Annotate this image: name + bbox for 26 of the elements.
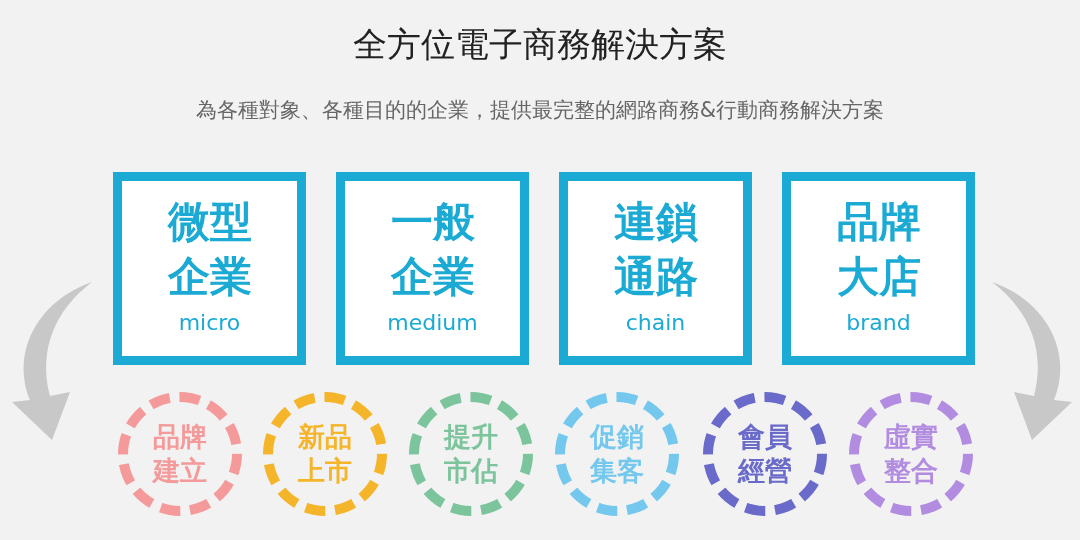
- goal-circle: [263, 392, 387, 516]
- goal-label: 促銷集客: [588, 420, 645, 488]
- category-label: medium: [387, 310, 478, 336]
- category-label: micro: [178, 310, 241, 336]
- category-name: 一般企業: [389, 196, 476, 303]
- goal-label: 提升市佔: [442, 420, 499, 488]
- goal-label: 會員經營: [736, 420, 793, 488]
- category-box: [336, 172, 529, 365]
- goal-label: 虛實整合: [883, 420, 939, 488]
- category-box: [782, 172, 975, 365]
- goal-circle: [849, 392, 973, 516]
- goal-label: 新品上市: [297, 420, 353, 488]
- category-label: chain: [625, 310, 686, 336]
- goal-circle: [703, 392, 827, 516]
- title: 全方位電子商務解決方案: [352, 23, 728, 66]
- category-name: 連鎖通路: [612, 196, 699, 303]
- goal-label: 品牌建立: [151, 420, 208, 488]
- category-name: 微型企業: [166, 196, 253, 303]
- category-box: [113, 172, 306, 365]
- goal-circle: [409, 392, 533, 516]
- category-box: [559, 172, 752, 365]
- goal-circle: [118, 392, 242, 516]
- category-label: brand: [846, 310, 911, 336]
- category-name: 品牌大店: [835, 196, 922, 303]
- subtitle: 為各種對象、各種目的的企業，提供最完整的網路商務&行動商務解決方案: [194, 97, 886, 124]
- goal-circle: [555, 392, 679, 516]
